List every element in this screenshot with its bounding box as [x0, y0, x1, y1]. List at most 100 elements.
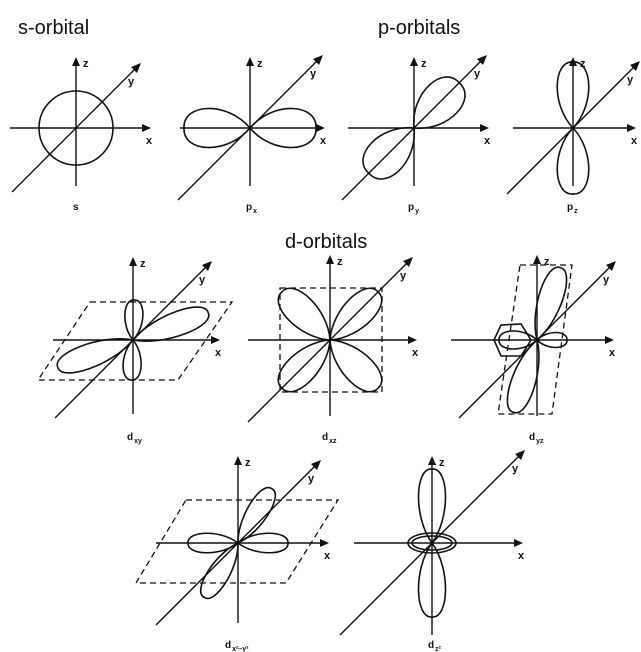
px-lobe-2 [183, 107, 252, 149]
panel-dz2-orbital: z x y dz² [339, 450, 525, 652]
dyz-lobe-2 [506, 338, 540, 414]
z-axis-label: z [580, 58, 586, 70]
dx2y2-plane [134, 499, 340, 584]
dx2y2-lobe-1 [237, 486, 277, 545]
y-axis-label: y [199, 274, 206, 286]
y-arrow-icon [630, 61, 640, 71]
x-axis-label: x [484, 135, 491, 147]
dxy-lobe-4 [122, 338, 142, 381]
dyz-hexagon-outline [493, 323, 532, 357]
dx2y2-lobe-2 [199, 541, 239, 600]
x-arrow-icon [408, 336, 417, 344]
dz2-lobe-2 [417, 541, 447, 618]
y-arrow-icon [202, 261, 212, 271]
d-orbitals-heading: d-orbitals [285, 231, 367, 253]
dxy-lobe-1 [131, 306, 210, 342]
px-lobe-1 [248, 107, 317, 149]
dxz-lobe-3 [277, 339, 331, 393]
y-axis-label: y [603, 274, 610, 286]
s-orbital-heading: s-orbital [18, 17, 89, 39]
panel-dx2y2-orbital: z x y dx²–y² [134, 456, 340, 652]
x-axis-label: x [324, 550, 331, 562]
z-axis-label: z [83, 58, 89, 70]
y-arrow-icon [131, 63, 141, 73]
z-arrow-icon [326, 255, 334, 264]
z-axis-label: z [140, 258, 146, 270]
dyz-plane [497, 264, 573, 415]
orbital-caption-px: px [246, 202, 257, 215]
z-arrow-icon [234, 456, 242, 465]
x-arrow-icon [627, 124, 636, 132]
dxy-plane [36, 301, 234, 381]
x-arrow-icon [142, 124, 151, 132]
dx2y2-lobe-3 [236, 532, 289, 554]
orbital-caption-py: py [408, 202, 419, 215]
panel-dyz-orbital: z x y dyz [451, 255, 616, 445]
x-axis-label: x [320, 135, 327, 147]
x-arrow-icon [211, 336, 220, 344]
y-axis-label: y [627, 74, 634, 86]
x-axis-label: x [518, 550, 525, 562]
z-arrow-icon [533, 255, 541, 264]
z-axis-label: z [421, 58, 427, 70]
orbital-caption-dz2: dz² [428, 640, 442, 652]
z-arrow-icon [428, 456, 436, 465]
z-axis-label: z [245, 457, 251, 469]
orbital-caption-dxy: dxy [127, 432, 142, 445]
orbital-caption-dxz: dxz [322, 432, 337, 445]
y-arrow-icon [477, 55, 487, 65]
panel-pz-orbital: z x y pz [506, 57, 640, 215]
z-axis-label: z [439, 457, 445, 469]
x-axis-label: x [412, 347, 419, 359]
z-arrow-icon [410, 57, 418, 66]
orbital-caption-dyz: dyz [529, 432, 544, 445]
dyz-lobe-3 [498, 330, 539, 350]
z-axis-label: z [544, 256, 550, 268]
y-axis [247, 261, 409, 423]
pz-lobe-1 [556, 61, 590, 130]
y-arrow-icon [403, 257, 413, 267]
x-arrow-icon [320, 539, 329, 547]
z-arrow-icon [129, 257, 137, 266]
dz2-lobe-1 [417, 468, 447, 545]
orbital-panels: zxyszxypxzxypyzxypzzxydxyzxydxzzxydyzzxy… [10, 55, 640, 652]
x-axis-label: x [609, 347, 616, 359]
pz-lobe-2 [556, 126, 590, 195]
orbital-caption-pz: pz [567, 202, 578, 215]
y-axis-label: y [512, 463, 519, 475]
x-arrow-icon [316, 124, 325, 132]
py-lobe-2 [362, 127, 415, 180]
y-arrow-icon [313, 55, 323, 65]
x-arrow-icon [480, 124, 489, 132]
y-axis-label: y [310, 68, 317, 80]
orbital-caption-dx2y2: dx²–y² [225, 640, 249, 652]
orbital-caption-s: s [73, 202, 79, 213]
p-orbitals-heading: p-orbitals [378, 17, 460, 39]
dxz-lobe-2 [329, 339, 383, 393]
dyz-lobe-1 [534, 266, 568, 342]
y-axis-label: y [128, 76, 135, 88]
z-arrow-icon [72, 57, 80, 66]
panel-px-orbital: z x y px [177, 55, 327, 215]
dz2-torus-outer [407, 532, 457, 554]
x-arrow-icon [605, 336, 614, 344]
x-axis-label: x [631, 135, 638, 147]
z-axis-label: z [257, 58, 263, 70]
s-orbital-sphere [38, 90, 114, 166]
y-axis-label: y [308, 473, 315, 485]
z-axis-label: z [337, 256, 343, 268]
y-arrow-icon [606, 261, 616, 271]
py-lobe-1 [413, 76, 466, 129]
dxz-lobe-1 [329, 287, 383, 341]
x-arrow-icon [514, 539, 523, 547]
dxy-lobe-3 [124, 299, 144, 342]
y-axis [11, 67, 137, 193]
dx2y2-lobe-4 [187, 532, 240, 554]
z-arrow-icon [246, 57, 254, 66]
y-arrow-icon [311, 460, 321, 470]
